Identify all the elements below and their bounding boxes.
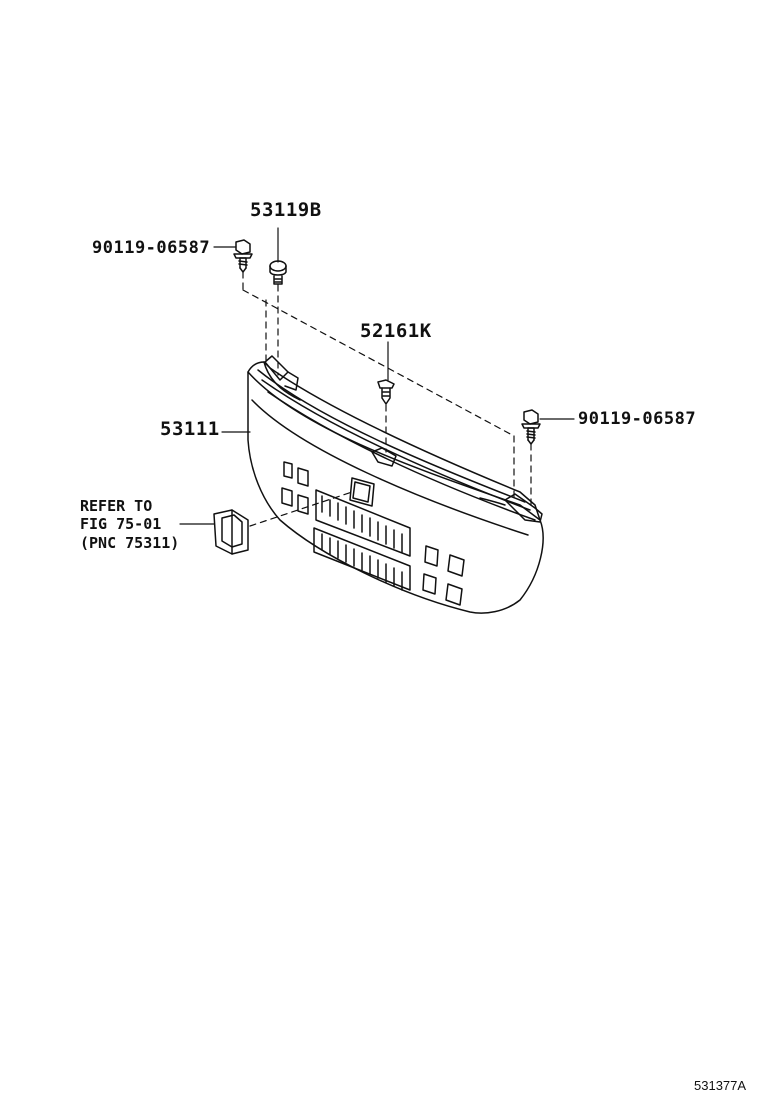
- lower-slot-fins: [321, 533, 403, 591]
- emblem-drawing: [213, 509, 249, 555]
- reference-note-line2: FIG 75-01: [80, 515, 162, 533]
- clip-52161k-drawing: [377, 379, 395, 405]
- part-number-90119-right: 90119-06587: [578, 409, 697, 429]
- part-number-90119-left: 90119-06587: [92, 238, 211, 258]
- bolt-left-drawing: [233, 239, 253, 273]
- part-number-52161k: 52161K: [360, 320, 432, 342]
- clip-53119b-drawing: [269, 260, 287, 285]
- leader-lines: [179, 227, 575, 525]
- reference-note-line3: (PNC 75311): [80, 534, 180, 552]
- grille-53111-drawing: [247, 355, 544, 614]
- part-number-53111: 53111: [160, 418, 220, 440]
- part-number-53119b: 53119B: [250, 199, 322, 221]
- reference-note-line1: REFER TO: [80, 497, 153, 515]
- bolt-right-drawing: [521, 409, 541, 445]
- assembly-dashed-lines: [242, 271, 532, 527]
- upper-slot-fins: [321, 495, 403, 553]
- figure-code: 531377A: [694, 1078, 747, 1093]
